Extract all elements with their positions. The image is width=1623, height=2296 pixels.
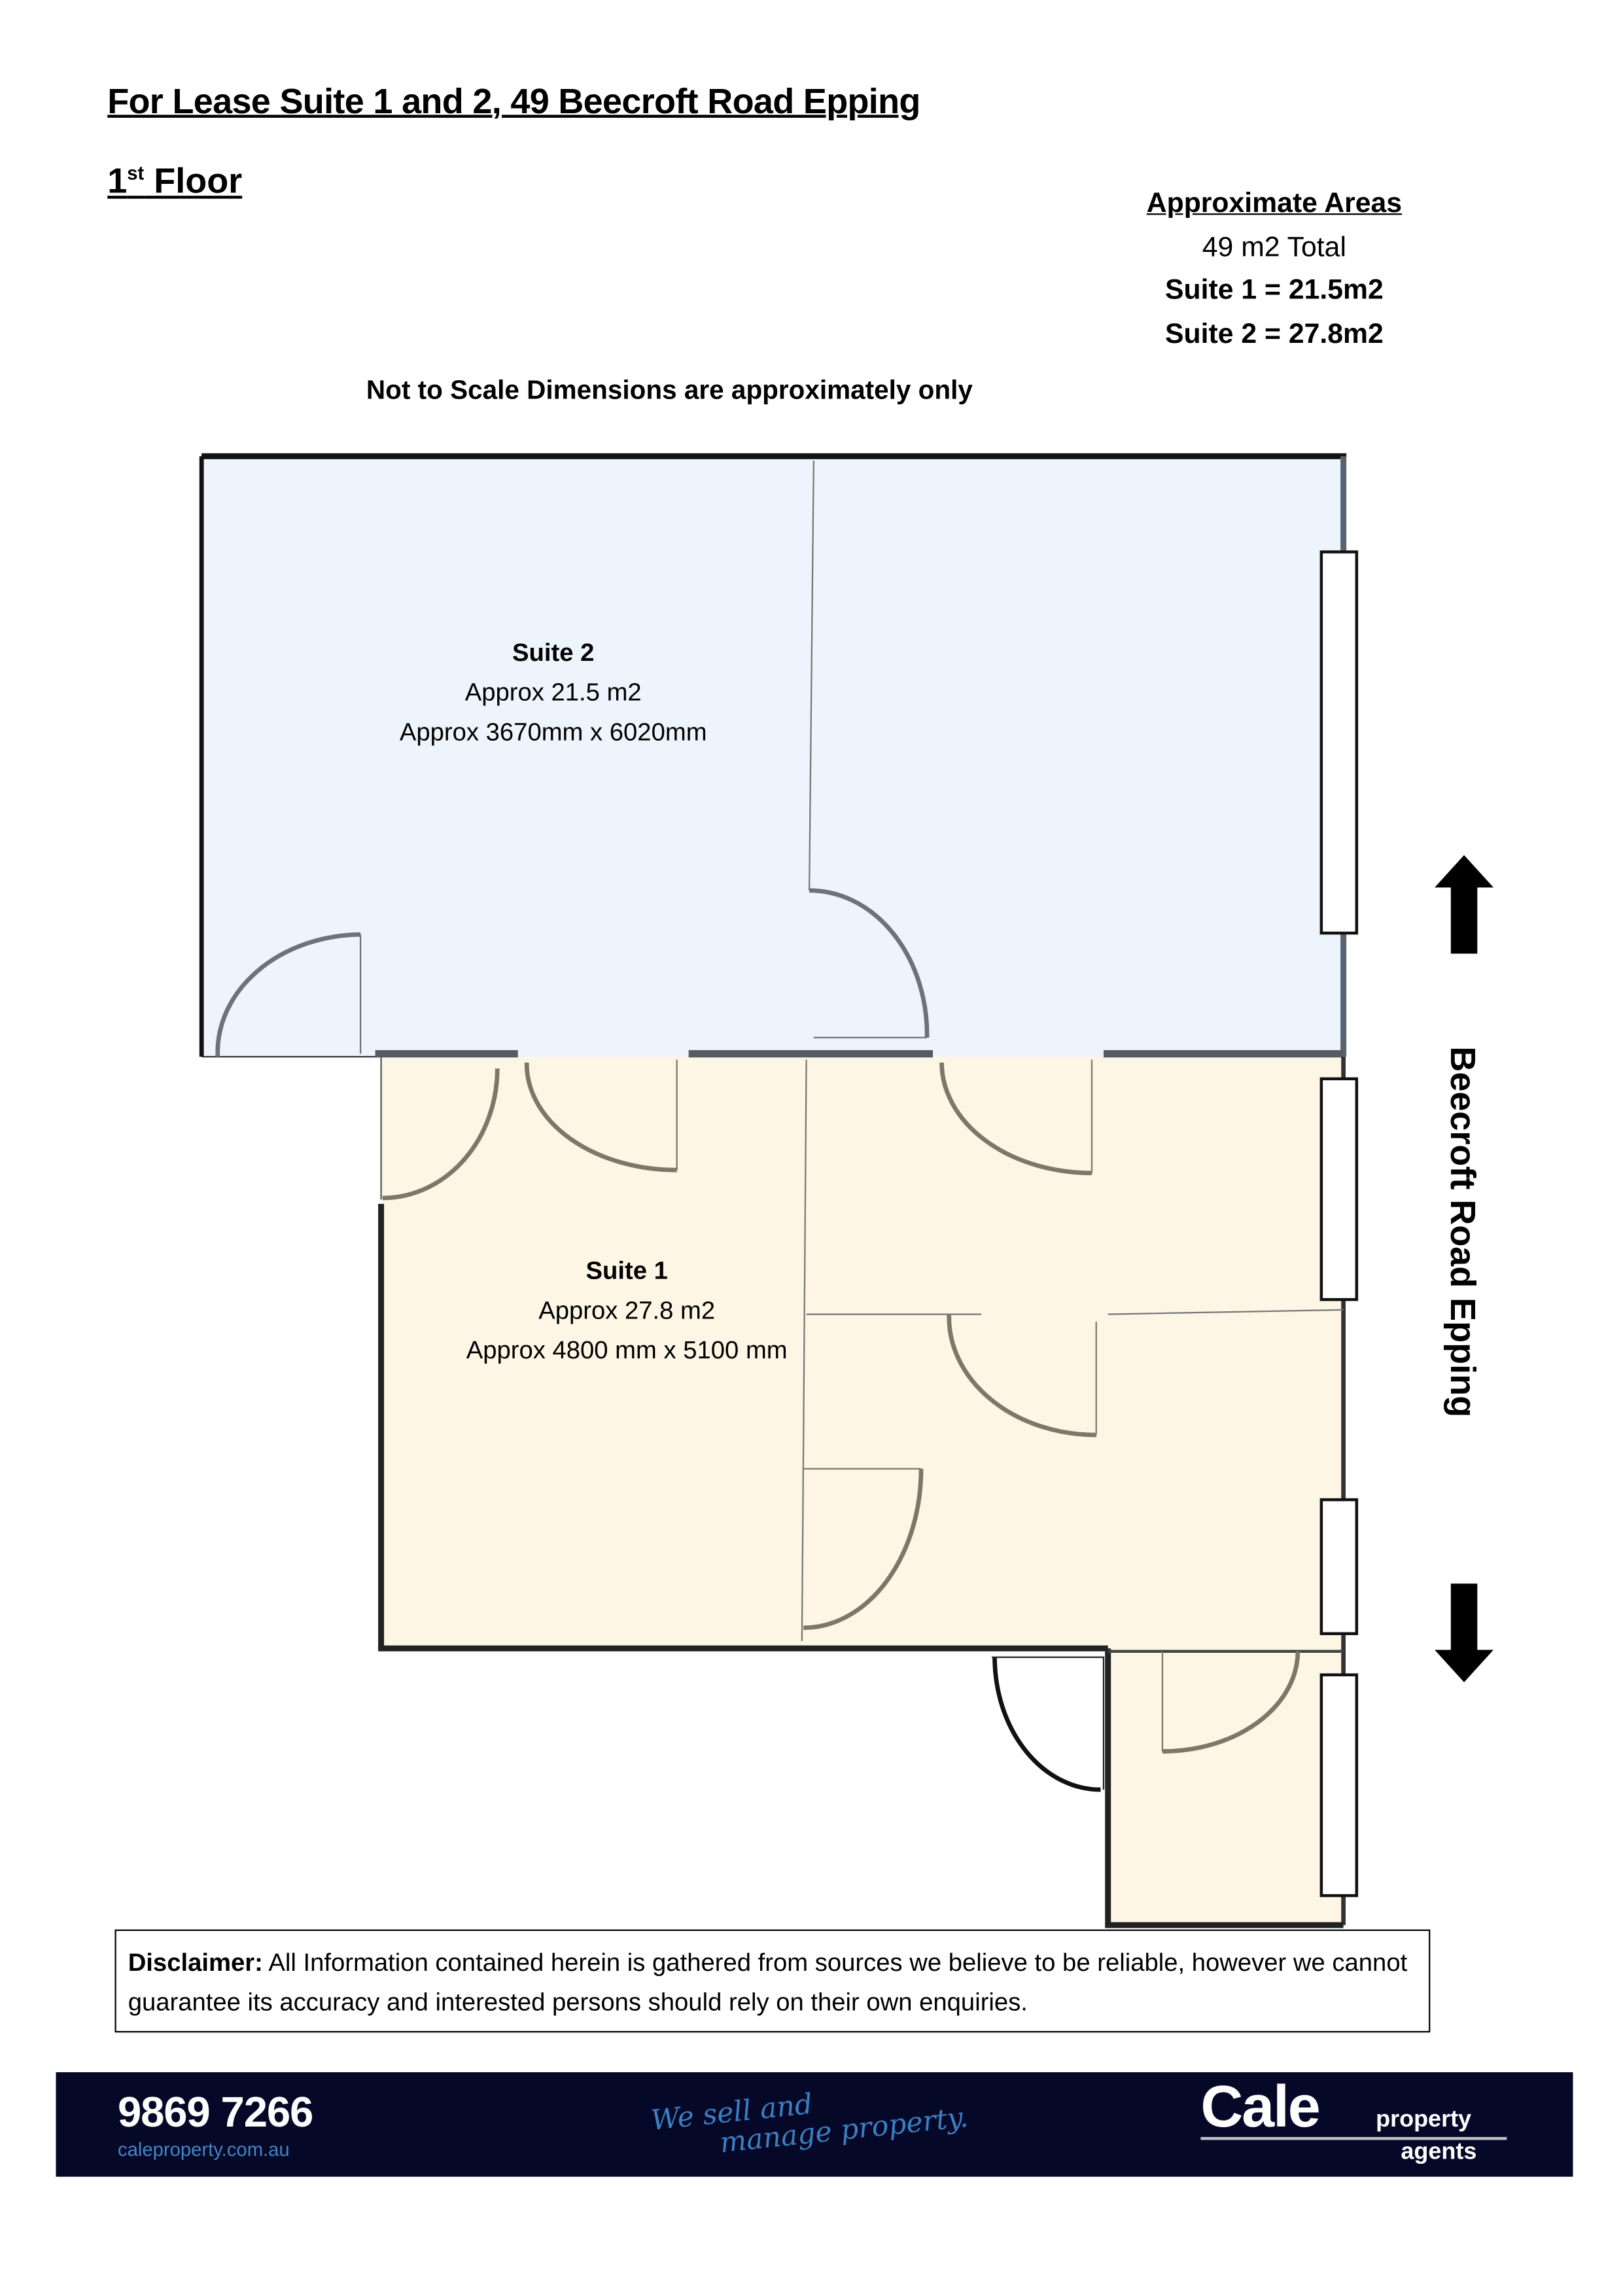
- arrow-down-icon: [1435, 1583, 1494, 1682]
- areas-suite2: Suite 2 = 27.8m2: [1164, 318, 1384, 350]
- page-title: For Lease Suite 1 and 2, 49 Beecroft Roa…: [107, 82, 920, 122]
- suite2-name: Suite 2: [512, 639, 595, 667]
- suite1-area: [381, 1056, 1344, 1649]
- disclaimer-label: Disclaimer:: [128, 1949, 263, 1977]
- footer-phone: 9869 7266: [117, 2090, 313, 2137]
- suite2-area: [201, 456, 1347, 1057]
- areas-heading: Approximate Areas: [1146, 188, 1403, 220]
- windows: [1319, 550, 1359, 1898]
- suite1-area-text: Approx 27.8 m2: [538, 1296, 716, 1325]
- door-swings: [215, 888, 930, 1057]
- areas-suite1: Suite 1 = 21.5m2: [1164, 275, 1384, 306]
- scale-note: Not to Scale Dimensions are approximatel…: [366, 375, 973, 405]
- floor-word: Floor: [144, 162, 243, 202]
- footer-website[interactable]: caleproperty.com.au: [117, 2138, 290, 2161]
- brand-logo: Cale: [1200, 2075, 1320, 2140]
- areas-total: 49 m2 Total: [1202, 232, 1346, 263]
- small-room-area: [1108, 1648, 1344, 1926]
- disclaimer-text: All Information contained herein is gath…: [128, 1949, 1408, 2017]
- brand-rule: [1200, 2136, 1507, 2140]
- suite1-label: Suite 1 Approx 27.8 m2 Approx 4800 mm x …: [406, 1251, 848, 1370]
- arrow-up-icon: [1435, 855, 1494, 954]
- disclaimer-box: Disclaimer: All Information contained he…: [114, 1929, 1431, 2033]
- suite2-dims: Approx 3670mm x 6020mm: [399, 718, 707, 747]
- suite1-name: Suite 1: [585, 1256, 668, 1285]
- suite2-label: Suite 2 Approx 21.5 m2 Approx 3670mm x 6…: [332, 633, 774, 752]
- suite1-door-swings: [382, 1059, 1300, 1754]
- floor-suffix: st: [127, 162, 145, 185]
- road-label: Beecroft Road Epping: [1442, 1046, 1482, 1418]
- brand-sub-property: property: [1376, 2107, 1472, 2133]
- footer-banner: 9869 7266 caleproperty.com.au We sell an…: [56, 2072, 1573, 2177]
- suite2-area-text: Approx 21.5 m2: [464, 678, 642, 707]
- floor-heading: 1st Floor: [107, 162, 242, 203]
- floor-number: 1: [107, 162, 128, 202]
- brand-sub-agents: agents: [1401, 2140, 1477, 2165]
- suite1-dims: Approx 4800 mm x 5100 mm: [466, 1336, 788, 1365]
- entry-door-swing: [992, 1657, 1101, 1792]
- approximate-areas: Approximate Areas 49 m2 Total Suite 1 = …: [1098, 183, 1451, 356]
